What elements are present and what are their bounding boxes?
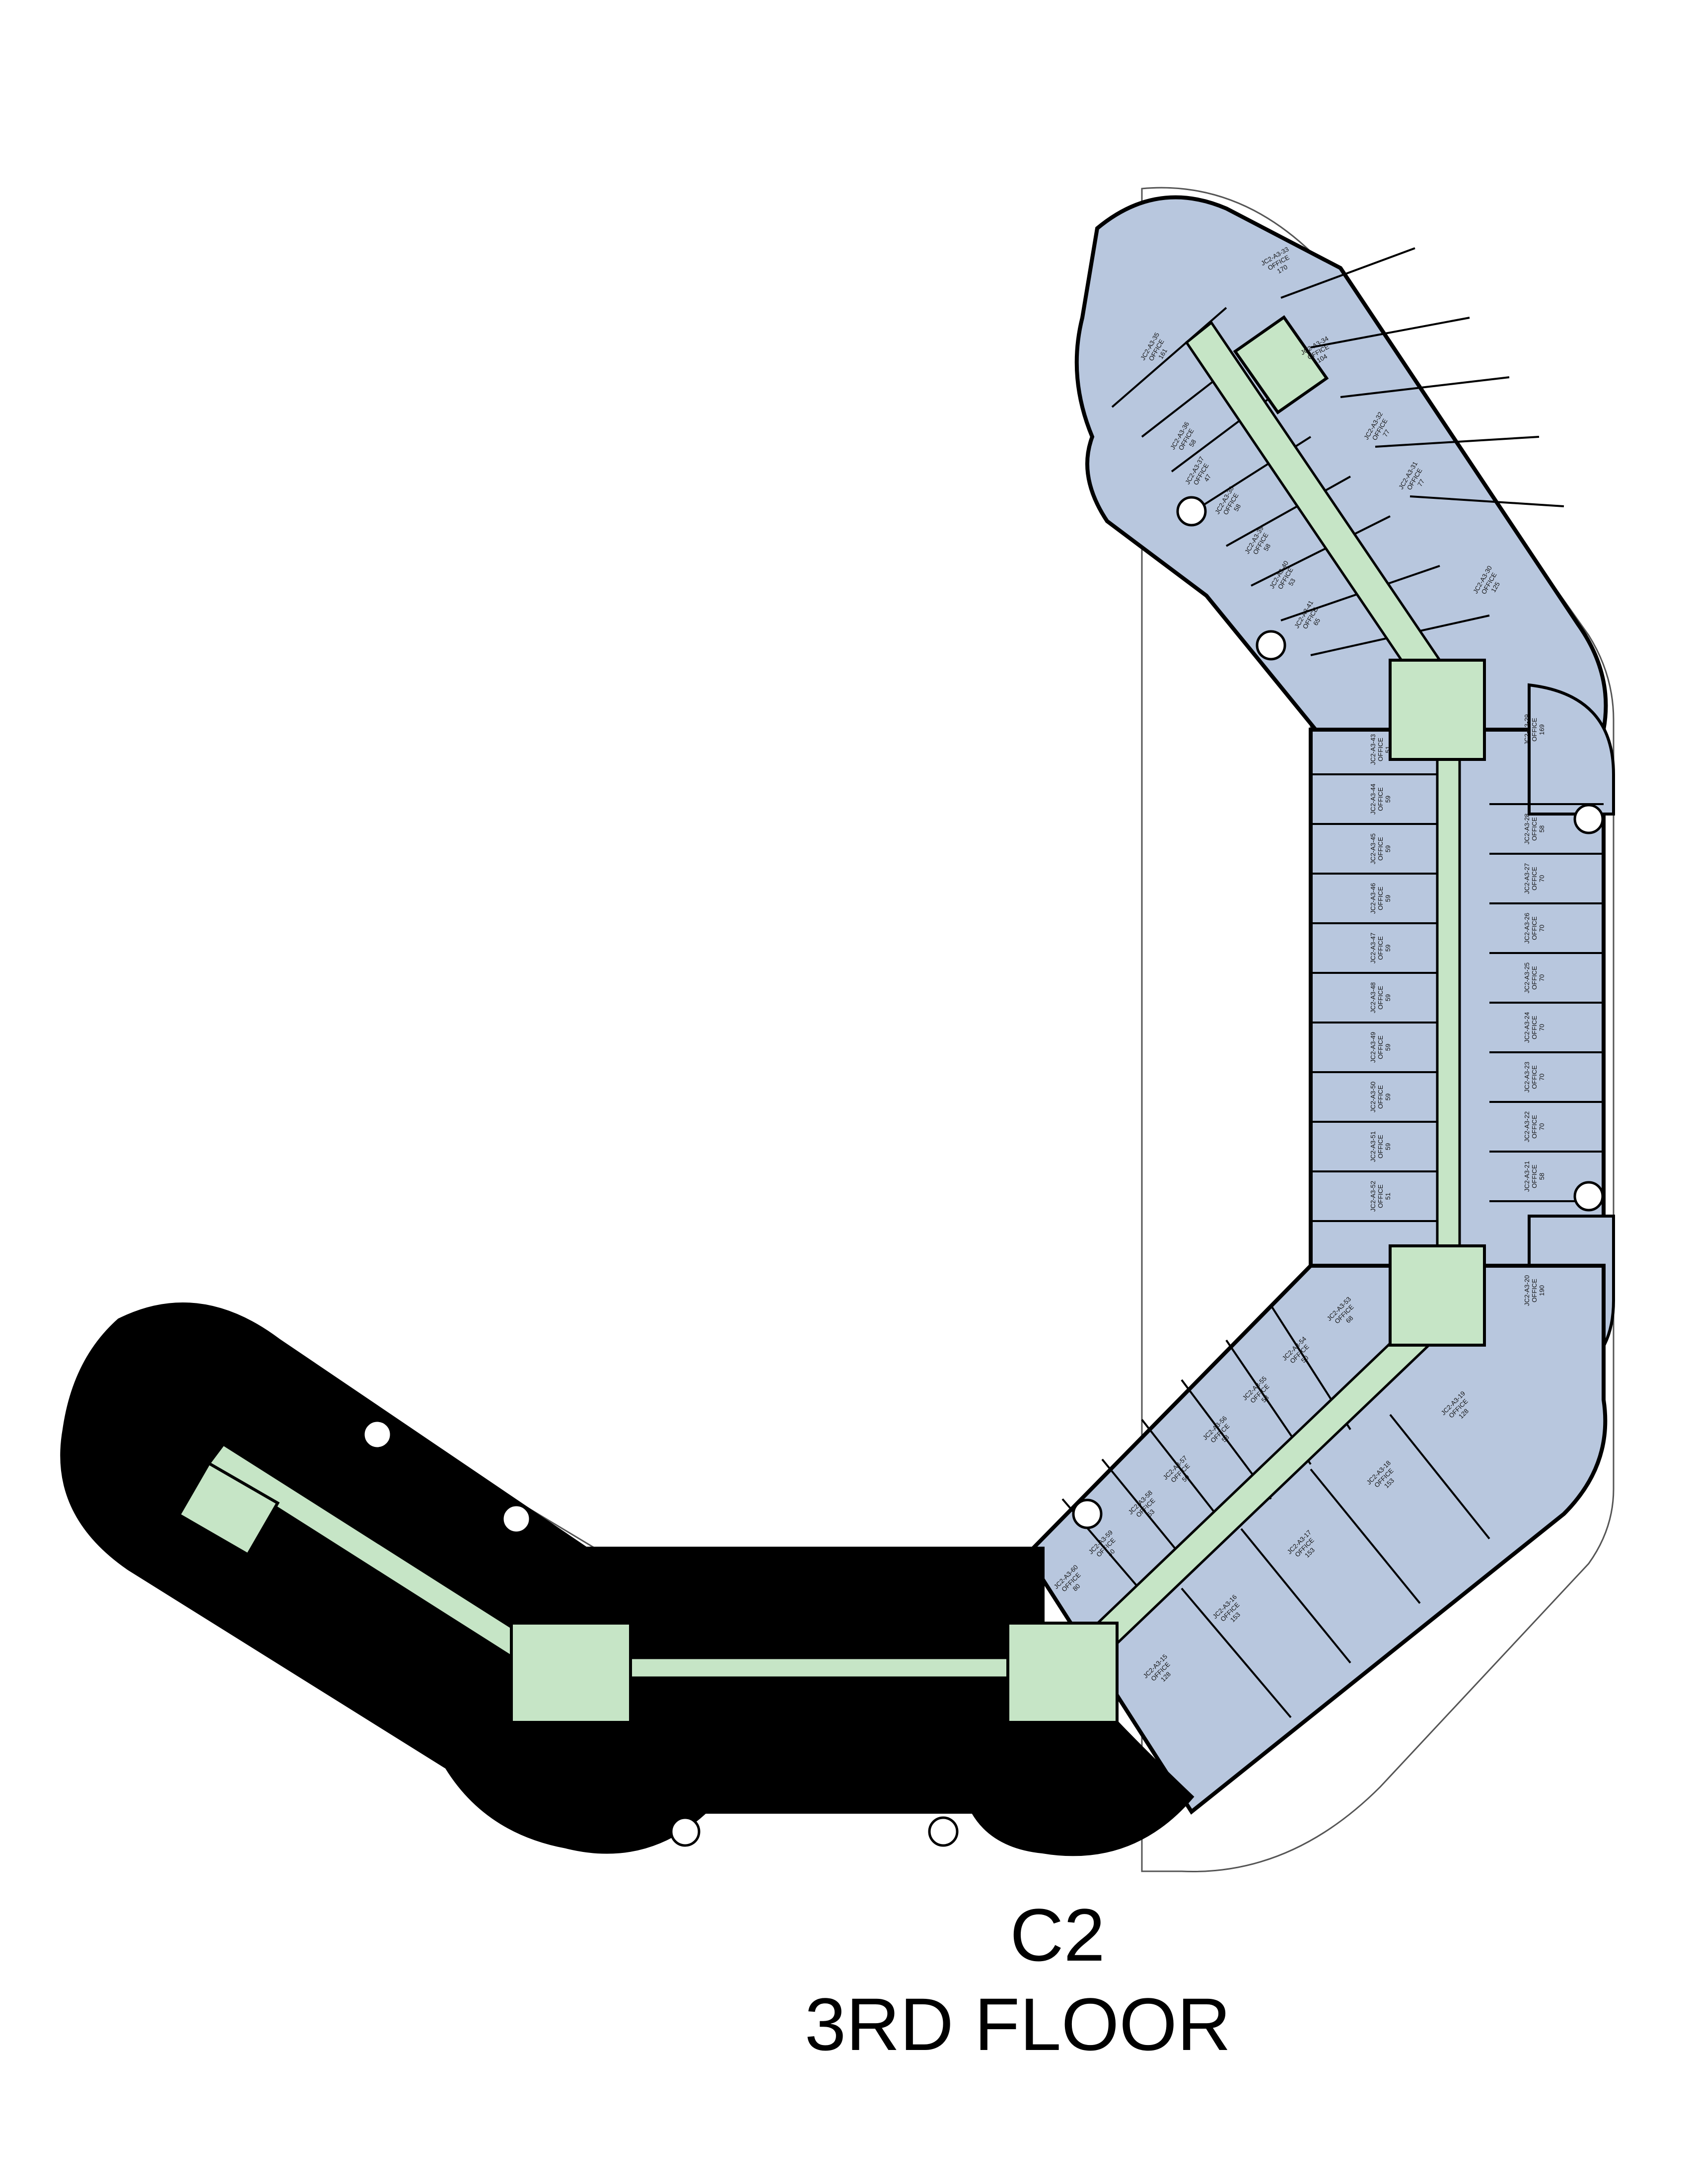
unit-use: OFFICE	[1377, 837, 1384, 861]
unit-area: 59	[1384, 1143, 1392, 1150]
unit-use: OFFICE	[1377, 887, 1384, 910]
unit-code: JC2-A3-43	[1369, 734, 1377, 765]
unavailable-west-wing	[60, 1302, 1195, 1856]
unit-label-jc2-a3-24: JC2-A3-24OFFICE70	[1523, 1012, 1546, 1043]
unit-use: OFFICE	[1377, 1085, 1384, 1109]
unit-code: JC2-A3-24	[1523, 1012, 1531, 1043]
unit-label-jc2-a3-21: JC2-A3-21OFFICE58	[1523, 1161, 1546, 1192]
unit-code: JC2-A3-23	[1523, 1062, 1531, 1092]
unit-area: 59	[1384, 1093, 1392, 1100]
unit-label-jc2-a3-30: JC2-A3-30OFFICE125	[1472, 564, 1506, 602]
unit-area: 58	[1188, 438, 1197, 448]
unit-label-jc2-a3-43: JC2-A3-43OFFICE51	[1369, 734, 1392, 765]
unit-code: JC2-A3-46	[1369, 883, 1377, 914]
unit-area: 70	[1538, 925, 1546, 932]
unit-label-jc2-a3-46: JC2-A3-46OFFICE59	[1369, 883, 1392, 914]
unit-label-jc2-a3-50: JC2-A3-50OFFICE59	[1369, 1082, 1392, 1112]
unit-label-jc2-a3-44: JC2-A3-44OFFICE59	[1369, 784, 1392, 815]
unit-code: JC2-A3-49	[1369, 1032, 1377, 1063]
unit-area: 59	[1384, 796, 1392, 803]
unit-area: 58	[1232, 503, 1242, 513]
unit-use: OFFICE	[1531, 1279, 1538, 1302]
unit-code: JC2-A3-52	[1369, 1181, 1377, 1212]
unit-label-jc2-a3-27: JC2-A3-27OFFICE70	[1523, 863, 1546, 894]
unit-code: JC2-A3-21	[1523, 1161, 1531, 1192]
unit-use: OFFICE	[1377, 738, 1384, 761]
unit-code: JC2-A3-51	[1369, 1131, 1377, 1162]
unit-label-jc2-a3-29: JC2-A3-29OFFICE169	[1523, 714, 1546, 745]
unit-code: JC2-A3-25	[1523, 962, 1531, 993]
unit-area: 59	[1384, 945, 1392, 952]
unit-area: 58	[1538, 1173, 1546, 1180]
site-boundary	[1141, 187, 1615, 1873]
unit-area: 65	[1312, 617, 1322, 627]
unit-label-jc2-a3-52: JC2-A3-52OFFICE51	[1369, 1181, 1392, 1212]
unit-area: 51	[1384, 1193, 1392, 1200]
unit-area: 190	[1538, 1285, 1546, 1296]
unit-code: JC2-A3-47	[1369, 933, 1377, 963]
cores	[177, 315, 1486, 1724]
unit-code: JC2-A3-50	[1369, 1082, 1377, 1112]
unit-area: 70	[1538, 1123, 1546, 1130]
unit-area: 53	[1287, 577, 1297, 587]
unit-label-jc2-a3-51: JC2-A3-51OFFICE59	[1369, 1131, 1392, 1162]
unit-label-jc2-a3-20: JC2-A3-20OFFICE190	[1523, 1275, 1546, 1306]
unit-use: OFFICE	[1531, 1164, 1538, 1188]
unit-area: 59	[1384, 994, 1392, 1001]
unit-label-jc2-a3-45: JC2-A3-45OFFICE59	[1369, 833, 1392, 864]
unit-label-jc2-a3-47: JC2-A3-47OFFICE59	[1369, 933, 1392, 963]
unit-label-jc2-a3-28: JC2-A3-28OFFICE58	[1523, 814, 1546, 844]
unit-code: JC2-A3-29	[1523, 714, 1531, 745]
unit-code: JC2-A3-48	[1369, 982, 1377, 1013]
unit-code: JC2-A3-28	[1523, 814, 1531, 844]
unit-code: JC2-A3-44	[1369, 784, 1377, 815]
site-boundary-west	[317, 396, 1312, 1565]
unit-use: OFFICE	[1531, 1065, 1538, 1089]
unit-label-jc2-a3-49: JC2-A3-49OFFICE59	[1369, 1032, 1392, 1063]
unit-area: 59	[1384, 845, 1392, 852]
unit-use: OFFICE	[1531, 1016, 1538, 1039]
unit-use: OFFICE	[1377, 936, 1384, 960]
unit-area: 70	[1538, 974, 1546, 981]
unit-code: JC2-A3-27	[1523, 863, 1531, 894]
unit-use: OFFICE	[1531, 867, 1538, 890]
unit-use: OFFICE	[1377, 1035, 1384, 1059]
unit-use: OFFICE	[1531, 718, 1538, 742]
unit-label-jc2-a3-23: JC2-A3-23OFFICE70	[1523, 1062, 1546, 1092]
unit-area: 77	[1381, 428, 1391, 438]
unit-label-jc2-a3-26: JC2-A3-26OFFICE70	[1523, 913, 1546, 944]
unit-area: 58	[1262, 543, 1272, 552]
north-wing	[1074, 195, 1608, 732]
unit-code: JC2-A3-22	[1523, 1111, 1531, 1142]
unit-use: OFFICE	[1377, 1135, 1384, 1159]
unit-code: JC2-A3-26	[1523, 913, 1531, 944]
unit-area: 59	[1384, 895, 1392, 902]
unit-area: 70	[1538, 875, 1546, 882]
unit-use: OFFICE	[1531, 916, 1538, 940]
unit-use: OFFICE	[1377, 787, 1384, 811]
unit-area: 51	[1384, 746, 1392, 753]
unit-area: 169	[1538, 724, 1546, 735]
unit-area: 58	[1538, 825, 1546, 832]
building-title: C2	[1010, 1893, 1105, 1977]
unit-label-jc2-a3-48: JC2-A3-48OFFICE59	[1369, 982, 1392, 1013]
unit-use: OFFICE	[1531, 817, 1538, 841]
unit-label-jc2-a3-25: JC2-A3-25OFFICE70	[1523, 962, 1546, 993]
unit-use: OFFICE	[1377, 986, 1384, 1010]
unit-use: OFFICE	[1531, 966, 1538, 990]
unit-label-jc2-a3-22: JC2-A3-22OFFICE70	[1523, 1111, 1546, 1142]
unit-area: 70	[1538, 1074, 1546, 1081]
unit-code: JC2-A3-20	[1523, 1275, 1531, 1306]
unit-area: 47	[1202, 473, 1212, 483]
site-markers	[362, 496, 1604, 1847]
unit-area: 59	[1384, 1044, 1392, 1051]
unit-use: OFFICE	[1377, 1184, 1384, 1208]
unit-area: 70	[1538, 1024, 1546, 1031]
unit-area: 77	[1416, 478, 1426, 488]
unit-use: OFFICE	[1531, 1115, 1538, 1139]
unit-code: JC2-A3-45	[1369, 833, 1377, 864]
corridors	[207, 321, 1461, 1679]
floor-title: 3RD FLOOR	[805, 1982, 1231, 2066]
